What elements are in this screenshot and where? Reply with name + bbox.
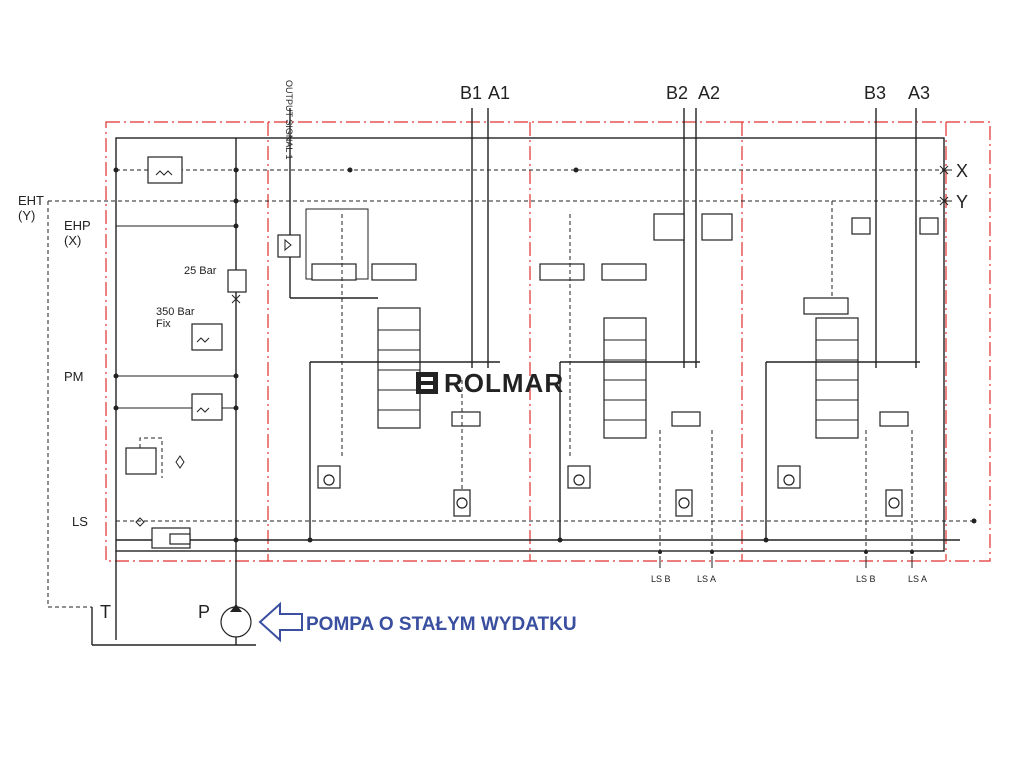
section-2: [539, 213, 733, 560]
pressure-switch: [277, 234, 301, 258]
output-signal-label: OUTPUT SIGNAL 1: [284, 80, 294, 160]
ls-a-label-3: LS A: [908, 574, 927, 584]
relief-350bar-label: 350 Bar: [156, 306, 195, 318]
tank-label: T: [100, 602, 111, 622]
ls-label: LS: [72, 514, 88, 529]
spool-valve-1: [377, 307, 421, 429]
section-1: [277, 208, 500, 540]
pump-annotation: POMPA O STAŁYM WYDATKU: [306, 614, 577, 635]
spool-valve-3: [815, 317, 859, 439]
spool-valve-2: [603, 317, 647, 439]
logo-text: ROLMAR: [444, 368, 564, 398]
section-boundaries: [105, 121, 991, 562]
port-label-a1: A1: [488, 83, 510, 103]
port-label-a3: A3: [908, 83, 930, 103]
eht-label: EHT: [18, 193, 44, 208]
ls-a-label-2: LS A: [697, 574, 716, 584]
port-label-x: X: [956, 161, 968, 181]
relief-valve-350bar: [191, 323, 223, 351]
port-label-y: Y: [956, 192, 968, 212]
ehp-sub-label: (X): [64, 233, 81, 248]
eht-sub-label: (Y): [18, 208, 35, 223]
xy-port-marks: [939, 165, 952, 206]
rolmar-logo-icon: [416, 372, 438, 394]
ls-b-label-3: LS B: [856, 574, 876, 584]
port-label-b2: B2: [666, 83, 688, 103]
ehp-label: EHP: [64, 218, 91, 233]
section-3: [765, 201, 939, 560]
ls-port-leaders: [658, 550, 914, 568]
relief-25bar-label: 25 Bar: [184, 265, 217, 277]
annotation-arrow-icon: [258, 601, 303, 643]
relief-valve-pm: [191, 393, 223, 421]
junction-dots: [113, 167, 977, 543]
relief-valve-25bar: [227, 269, 247, 293]
pm-label: PM: [64, 369, 84, 384]
ls-b-label-2: LS B: [651, 574, 671, 584]
compensator-valve: [125, 447, 157, 475]
port-label-a2: A2: [698, 83, 720, 103]
inlet-section: [125, 156, 252, 645]
port-label-b1: B1: [460, 83, 482, 103]
relief-350bar-sub-label: Fix: [156, 318, 171, 330]
pressure-valve-top: [147, 156, 183, 184]
port-label-b3: B3: [864, 83, 886, 103]
pump-label: P: [198, 602, 210, 622]
